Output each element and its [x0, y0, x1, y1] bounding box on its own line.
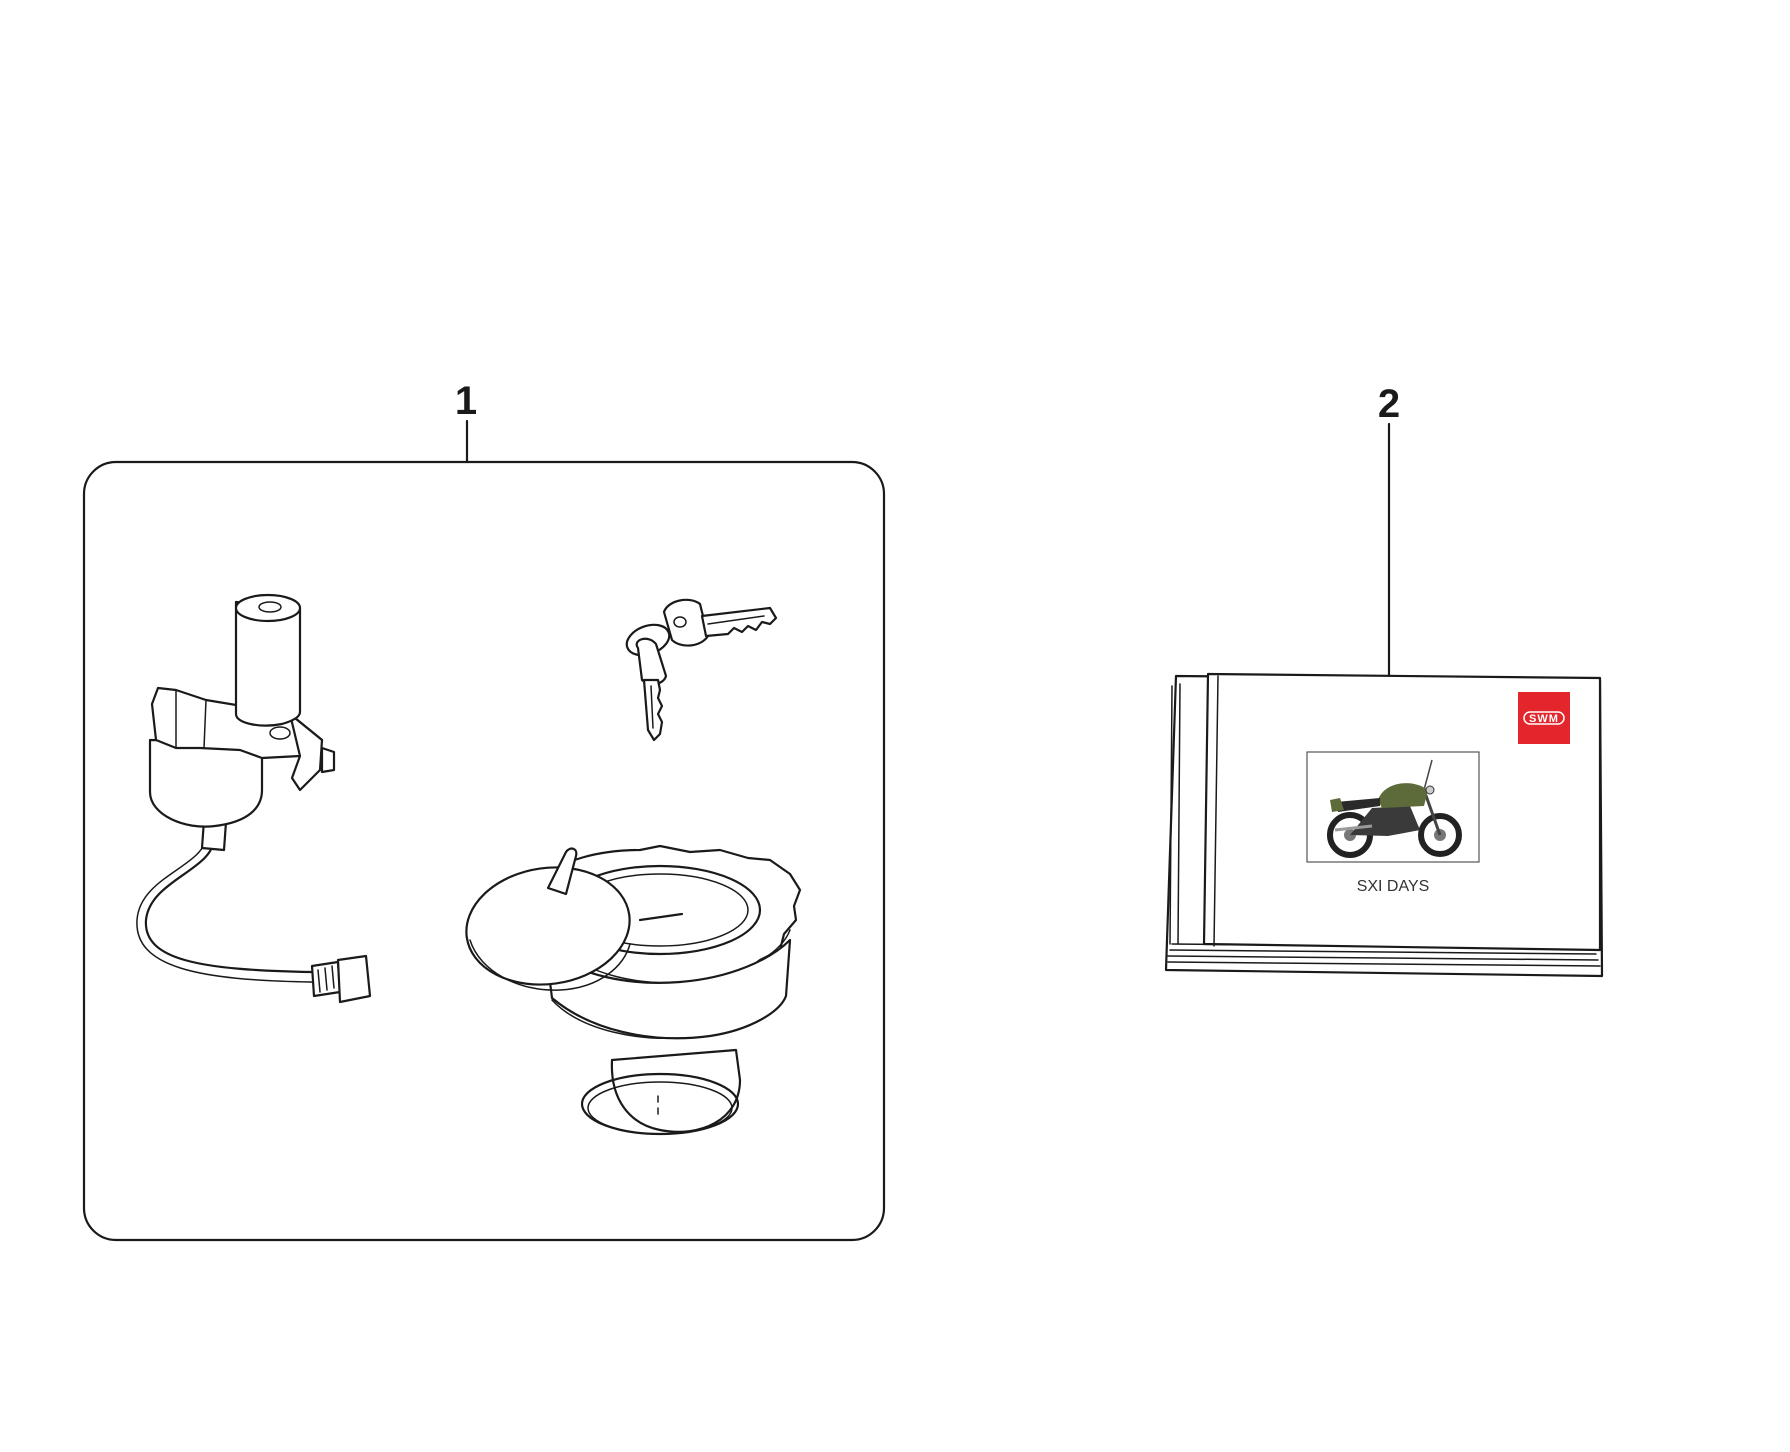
booklet-title: SXI DAYS	[1357, 878, 1430, 895]
motorcycle-icon	[1327, 759, 1462, 858]
ignition-connector	[310, 954, 372, 1004]
callout-1[interactable]: 1	[455, 379, 477, 464]
callout-1-label: 1	[455, 379, 477, 423]
ignition-switch[interactable]	[136, 593, 372, 1004]
ignition-barrel	[234, 600, 302, 727]
cap-flip-cover	[465, 866, 631, 986]
logo-text: SWM	[1529, 713, 1559, 725]
swm-logo: SWM	[1518, 692, 1570, 744]
ignition-cable	[144, 836, 332, 975]
cap-skirt	[544, 938, 792, 1040]
key-1	[662, 598, 778, 647]
callout-2[interactable]: 2	[1378, 382, 1400, 678]
cap-hinge-tab	[546, 847, 578, 896]
callout-2-label: 2	[1378, 382, 1400, 426]
key-2	[635, 637, 668, 742]
lock-set-frame	[82, 460, 886, 1242]
owners-manual-booklet[interactable]: SWM SXI DAYS	[1164, 672, 1604, 978]
key-slot	[258, 601, 282, 613]
keys[interactable]	[623, 598, 778, 742]
fuel-tank-cap[interactable]	[459, 844, 802, 1136]
ignition-body	[148, 738, 264, 828]
cap-key-slot	[638, 912, 684, 922]
cap-neck	[610, 1048, 742, 1133]
